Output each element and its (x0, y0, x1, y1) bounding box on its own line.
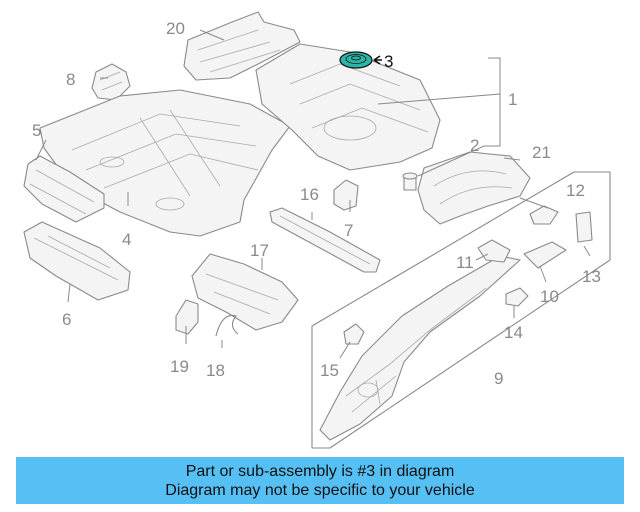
callout-20: 20 (166, 19, 185, 38)
part-12-shape (529, 205, 559, 225)
part-20-shape (183, 11, 301, 81)
callout-2: 2 (470, 136, 479, 155)
part-5-shape (23, 155, 105, 223)
callout-12: 12 (566, 181, 585, 200)
leader-lines (35, 29, 591, 359)
part-13-shape (575, 211, 593, 243)
callout-17: 17 (250, 241, 269, 260)
banner-line-1: Part or sub-assembly is #3 in diagram (185, 462, 455, 480)
part-16-shape (269, 207, 381, 273)
banner-line-2: Diagram may not be specific to your vehi… (165, 481, 475, 499)
part-17-shape (191, 253, 299, 331)
part-7-shape (333, 179, 359, 211)
callout-5: 5 (32, 121, 41, 140)
part-1-shape (255, 43, 441, 171)
callout-8: 8 (66, 70, 75, 89)
callout-6: 6 (62, 310, 71, 329)
part-15-shape (343, 323, 365, 345)
callout-18: 18 (206, 361, 225, 380)
callout-13: 13 (582, 267, 601, 286)
callout-9: 9 (494, 369, 503, 388)
part-11-shape (477, 239, 511, 263)
callout-3: 3 (384, 52, 393, 71)
parts-diagram: 3 1 2 4 5 6 7 8 9 10 11 12 13 14 15 16 1… (23, 11, 611, 449)
part-21-shape (417, 151, 531, 225)
part-18-shape (215, 314, 239, 337)
part-10-shape (523, 241, 567, 269)
part-2-shape (402, 172, 418, 191)
callout-1: 1 (508, 90, 517, 109)
callout-14: 14 (504, 323, 523, 342)
part-9-shape (319, 255, 521, 441)
callout-15: 15 (320, 361, 339, 380)
callout-19: 19 (170, 357, 189, 376)
part-3-highlighted-plug (339, 51, 373, 69)
info-banner: Part or sub-assembly is #3 in diagram Di… (16, 457, 624, 504)
part-8-shape (91, 63, 131, 101)
panel-9-outline (311, 171, 611, 449)
callout-11: 11 (456, 253, 474, 272)
callout-7: 7 (344, 221, 353, 240)
part-3-arrow (373, 55, 382, 65)
part-6-shape (23, 221, 131, 301)
part-19-shape (175, 299, 199, 335)
part-14-shape (505, 287, 529, 307)
callout-21: 21 (532, 143, 551, 162)
callout-10: 10 (540, 287, 559, 306)
callout-4: 4 (122, 230, 131, 249)
callout-16: 16 (300, 185, 319, 204)
